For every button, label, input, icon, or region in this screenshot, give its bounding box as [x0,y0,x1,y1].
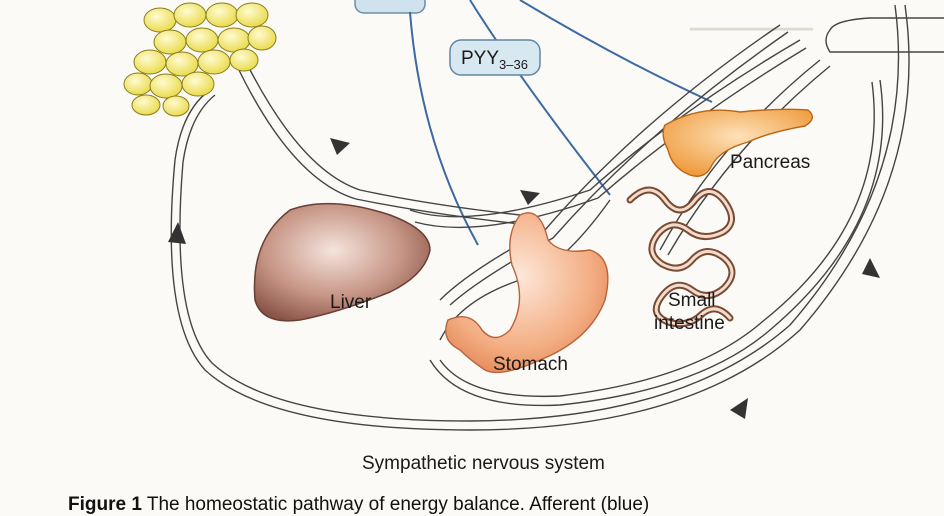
pathway-arrows [168,138,880,419]
stomach [445,212,609,374]
small-intestine-label-line1: Small [668,290,716,311]
pancreas-label: Pancreas [730,152,810,173]
stomach-label: Stomach [493,354,568,375]
adipose-tissue [123,2,277,117]
nerve-pathways [170,4,944,431]
liver-label: Liver [330,292,372,313]
figure-caption-text: The homeostatic pathway of energy balanc… [141,494,650,515]
small-intestine-label-line2: intestine [654,313,725,334]
figure-number: Figure 1 [68,494,142,515]
sns-label: Sympathetic nervous system [362,453,605,474]
afferent-blue-lines [409,0,713,246]
liver [253,202,431,322]
pyy-label: PYY3–36 [461,48,528,72]
small-intestine-highlight [628,188,734,326]
pyy-subscript: 3–36 [499,57,528,72]
pancreas [662,108,813,177]
hormone-box-top [354,0,426,14]
background-text-decor: ━━━━━━━━━━━━ [690,20,813,39]
figure-caption: Figure 1 The homeostatic pathway of ener… [68,494,649,516]
pyy-box [449,39,541,76]
